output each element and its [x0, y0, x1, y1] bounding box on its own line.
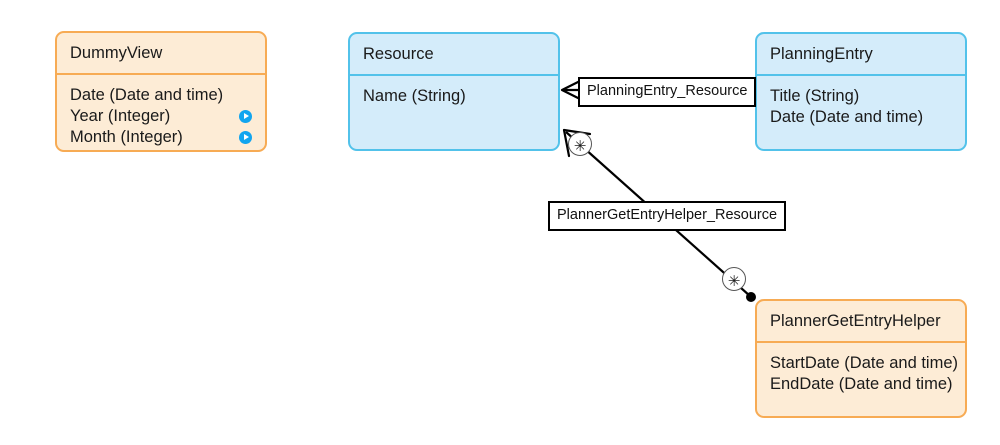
entity-planningentry[interactable]: PlanningEntry Title (String) Date (Date …: [755, 32, 967, 151]
entity-attribute-list: Title (String) Date (Date and time): [757, 76, 965, 138]
attribute-row[interactable]: Month (Integer): [70, 127, 252, 148]
entity-attribute-list: StartDate (Date and time) EndDate (Date …: [757, 343, 965, 405]
entity-divider: [350, 73, 558, 76]
attribute-label: Month (Integer): [70, 127, 183, 146]
attribute-row[interactable]: Date (Date and time): [70, 85, 252, 106]
entity-plannergetentryhelper[interactable]: PlannerGetEntryHelper StartDate (Date an…: [755, 299, 967, 418]
entity-title: Resource: [363, 45, 434, 63]
attribute-label: EndDate (Date and time): [770, 374, 953, 393]
entity-resource[interactable]: Resource Name (String): [348, 32, 560, 151]
attribute-row[interactable]: Date (Date and time): [770, 107, 952, 128]
filled-dot-end-icon: [746, 292, 756, 302]
multiplicity-symbol: ✳: [727, 271, 741, 290]
multiplicity-badge-helper-end[interactable]: ✳: [722, 267, 746, 291]
multiplicity-badge-resource-end[interactable]: ✳: [568, 132, 592, 156]
attribute-label: Title (String): [770, 86, 860, 105]
association-label-plannergetentryhelper-resource[interactable]: PlannerGetEntryHelper_Resource: [548, 201, 787, 231]
attribute-label: StartDate (Date and time): [770, 353, 958, 372]
attribute-label: Date (Date and time): [70, 85, 224, 104]
entity-divider: [757, 340, 965, 343]
attribute-row[interactable]: Title (String): [770, 86, 952, 107]
attribute-label: Date (Date and time): [770, 107, 924, 126]
attribute-row[interactable]: Name (String): [363, 86, 545, 107]
entity-attribute-list: Name (String): [350, 76, 558, 117]
attribute-label: Year (Integer): [70, 106, 171, 125]
entity-title: PlannerGetEntryHelper: [770, 312, 941, 330]
attribute-row[interactable]: StartDate (Date and time): [770, 353, 958, 374]
entity-divider: [57, 72, 265, 75]
link-play-icon[interactable]: [239, 130, 252, 144]
association-label-planningentry-resource[interactable]: PlanningEntry_Resource: [578, 77, 757, 107]
multiplicity-symbol: ✳: [573, 136, 587, 155]
attribute-row[interactable]: EndDate (Date and time): [770, 374, 953, 395]
link-play-icon[interactable]: [239, 109, 252, 123]
entity-title: DummyView: [70, 44, 163, 62]
entity-title: PlanningEntry: [770, 45, 873, 63]
attribute-row[interactable]: Year (Integer): [70, 106, 252, 127]
entity-divider: [757, 73, 965, 76]
entity-dummyview[interactable]: DummyView Date (Date and time) Year (Int…: [55, 31, 267, 152]
entity-attribute-list: Date (Date and time) Year (Integer) Mont…: [57, 75, 265, 151]
attribute-label: Name (String): [363, 86, 466, 105]
